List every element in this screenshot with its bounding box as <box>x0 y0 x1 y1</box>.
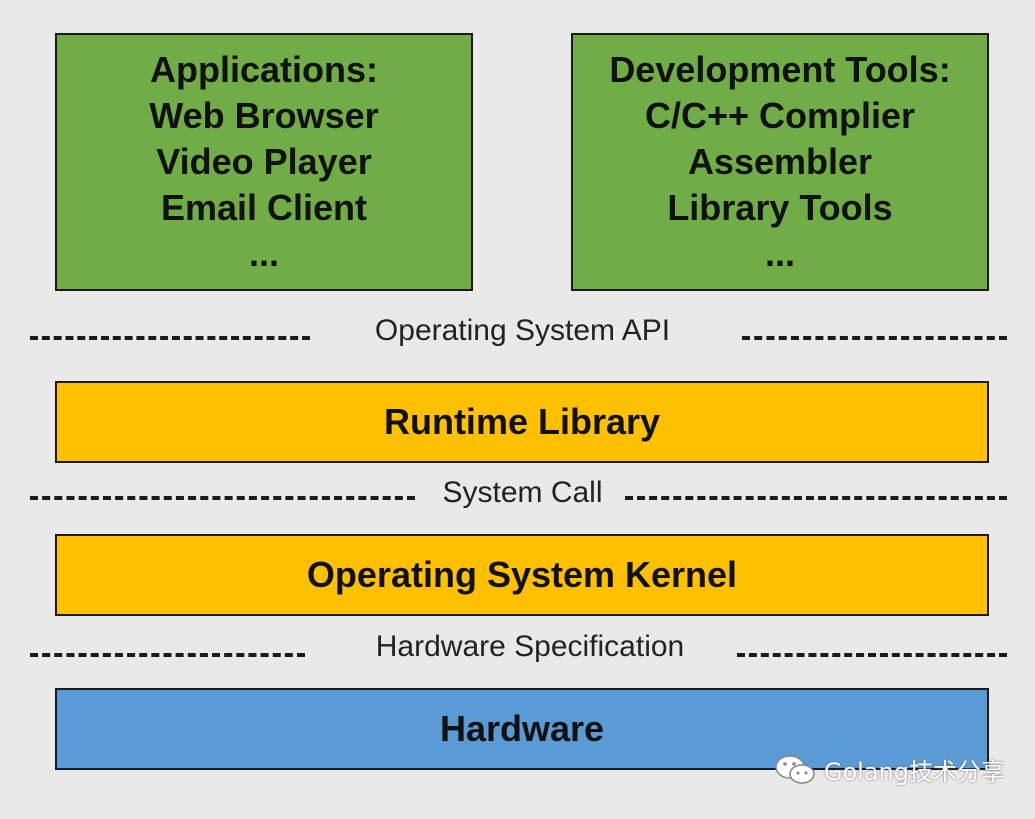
applications-box: Applications: Web Browser Video Player E… <box>55 33 473 291</box>
applications-list: Applications: Web Browser Video Player E… <box>149 47 378 277</box>
applications-item: Video Player <box>156 141 372 182</box>
runtime-library-label: Runtime Library <box>383 401 661 442</box>
watermark-text: Golang技术分享 <box>823 758 1005 786</box>
hardware-box: Hardware <box>55 688 989 770</box>
dev-tools-title: Development Tools: <box>609 49 951 90</box>
runtime-library-box: Runtime Library <box>55 381 989 463</box>
os-api-divider-right <box>742 336 1007 340</box>
dev-tools-item: C/C++ Complier <box>644 95 916 136</box>
hardware-spec-label: Hardware Specification <box>375 630 685 663</box>
hardware-spec-divider-left <box>30 653 305 657</box>
wechat-icon <box>775 754 815 784</box>
watermark: Golang技术分享 <box>774 752 1005 787</box>
os-api-divider-left <box>30 336 310 340</box>
dev-tools-item: Library Tools <box>667 187 893 228</box>
applications-ellipsis: ... <box>248 233 279 274</box>
hardware-label: Hardware <box>439 708 605 749</box>
applications-item: Web Browser <box>149 95 379 136</box>
os-kernel-label: Operating System Kernel <box>306 554 738 595</box>
dev-tools-item: Assembler <box>687 141 873 182</box>
applications-item: Email Client <box>160 187 368 228</box>
os-api-label: Operating System API <box>374 314 671 347</box>
dev-tools-box: Development Tools: C/C++ Complier Assemb… <box>571 33 989 291</box>
dev-tools-list: Development Tools: C/C++ Complier Assemb… <box>609 47 950 277</box>
dev-tools-ellipsis: ... <box>764 233 795 274</box>
system-call-divider-right <box>625 496 1007 500</box>
hardware-spec-divider-right <box>737 653 1007 657</box>
os-kernel-box: Operating System Kernel <box>55 534 989 616</box>
system-call-label: System Call <box>442 476 603 509</box>
applications-title: Applications: <box>149 49 378 90</box>
system-call-divider-left <box>30 496 415 500</box>
